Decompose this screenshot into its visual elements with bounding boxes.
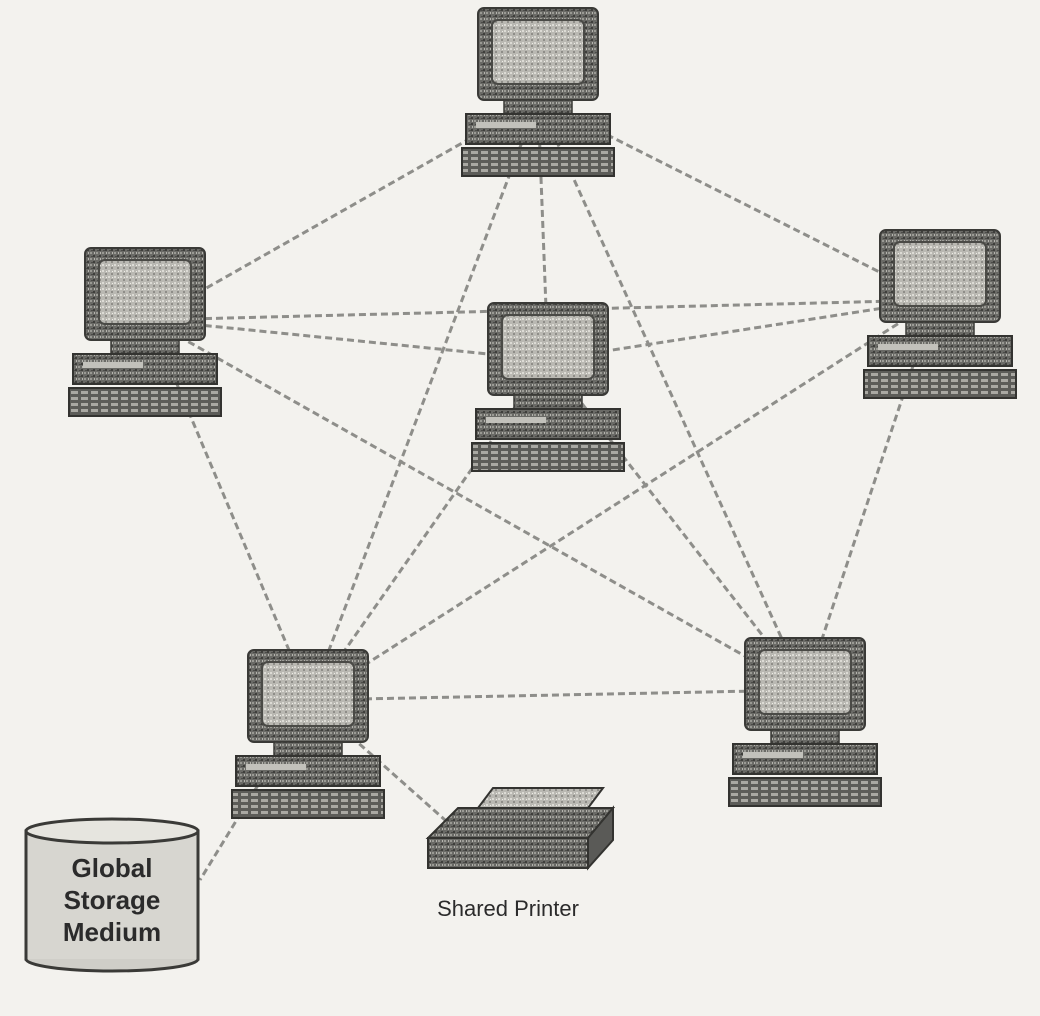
desktop-computer-icon: [729, 638, 881, 806]
desktop-computer-icon: [232, 650, 384, 818]
connection-pc-left-pc-bottom-right: [150, 320, 805, 690]
storage-label-line: Global: [72, 853, 153, 883]
desktop-computer-icon: [864, 230, 1016, 398]
desktop-computer-icon: [472, 303, 624, 471]
connection-pc-bottom-left-pc-bottom-right: [310, 690, 805, 700]
connection-pc-top-pc-bottom-left: [310, 100, 538, 700]
printer-icon: Shared Printer: [428, 788, 613, 921]
desktop-computer-icon: [462, 8, 614, 176]
desktop-computer-icon: [69, 248, 221, 416]
storage-label-line: Medium: [63, 917, 161, 947]
printer-label: Shared Printer: [437, 896, 579, 921]
storage-label-line: Storage: [64, 885, 161, 915]
